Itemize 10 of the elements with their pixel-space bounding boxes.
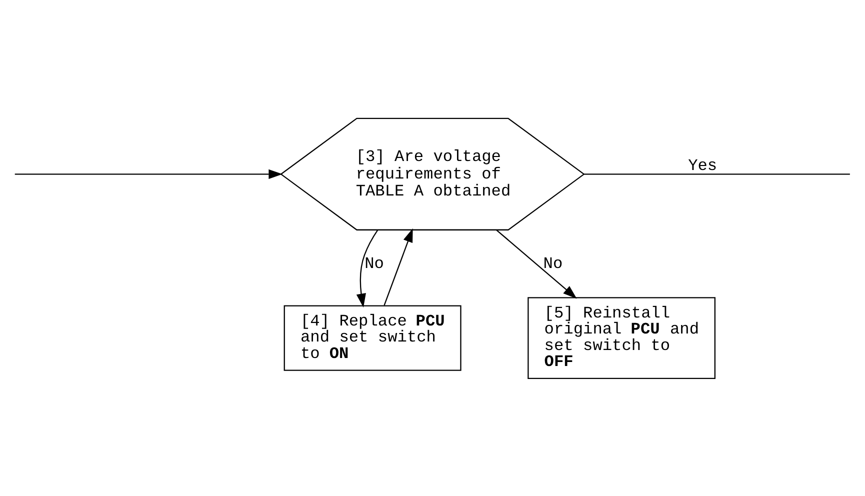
arrow [356,229,378,307]
arrow [496,229,577,298]
arrow [384,228,413,306]
edge-label: Yes [688,156,718,174]
edge-label: No [364,254,384,272]
edge-label: No [543,254,563,272]
node-box: [5] Reinstall original PCU and set switch to OFF [528,296,716,378]
arrow [14,168,283,178]
connector [584,173,850,174]
node-box: [4] Replace PCU and set switch to ON [284,304,462,370]
